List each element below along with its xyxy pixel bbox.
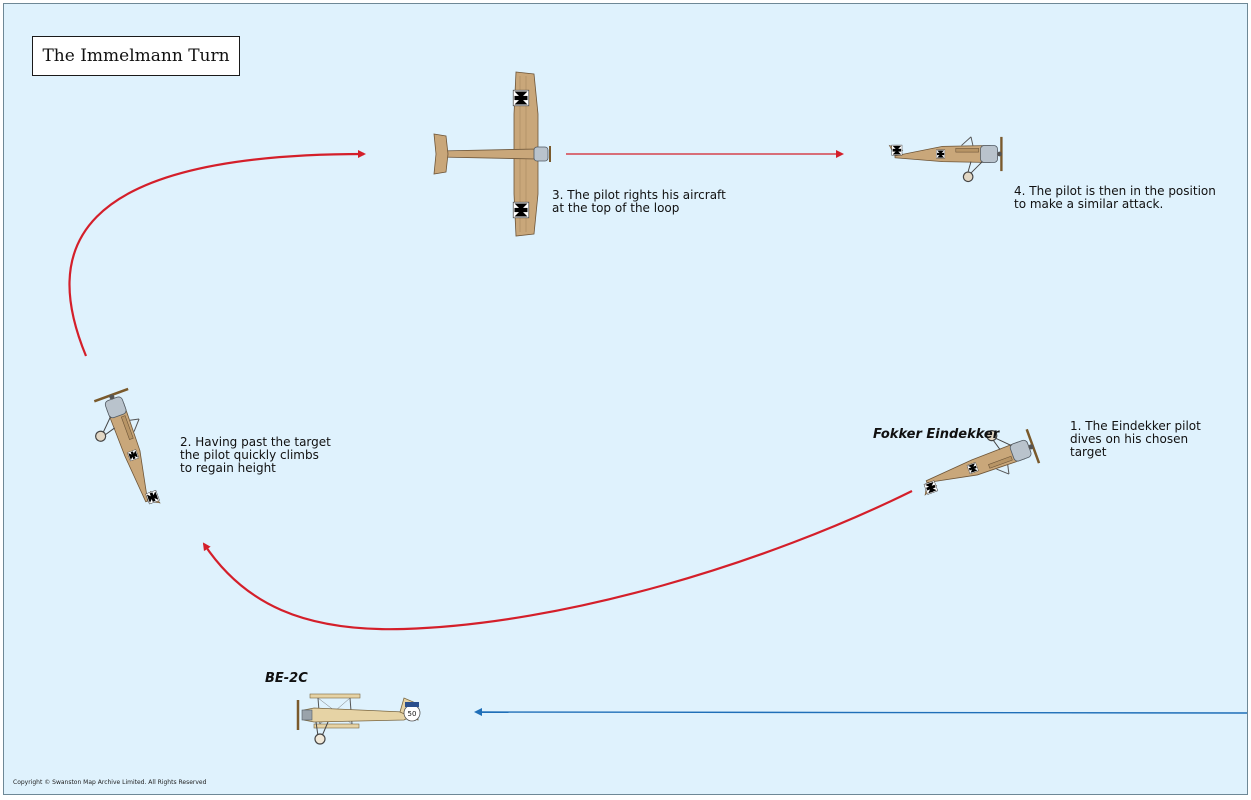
step-4-label: 4. The pilot is then in the position to …	[1014, 184, 1216, 211]
diagram-title-box: The Immelmann Turn	[32, 36, 240, 76]
be2c-label: BE-2C	[265, 671, 308, 686]
be2c-roundel-number: 50	[408, 710, 417, 718]
fokker-level-aircraft	[889, 137, 1002, 182]
fokker-climb-path	[68, 150, 366, 357]
step-3-label: 3. The pilot rights his aircraft at the …	[552, 188, 726, 215]
step-1-label: 1. The Eindekker pilot dives on his chos…	[1070, 419, 1201, 459]
step-2-label: 2. Having past the target the pilot quic…	[180, 435, 331, 475]
diagram-graphics: 50	[68, 71, 1247, 745]
diagram-canvas: The Immelmann Turn	[3, 3, 1248, 795]
fokker-climbing-aircraft	[84, 389, 169, 516]
fokker-top-view-aircraft	[433, 71, 551, 237]
fokker-dive-path	[202, 490, 913, 631]
fokker-eindekker-label: Fokker Eindekker	[873, 427, 1000, 442]
be2c-flight-path	[474, 708, 1247, 717]
be2c-aircraft	[296, 693, 421, 745]
copyright-notice: Copyright © Swanston Map Archive Limited…	[13, 779, 207, 786]
diagram-title: The Immelmann Turn	[42, 46, 230, 66]
